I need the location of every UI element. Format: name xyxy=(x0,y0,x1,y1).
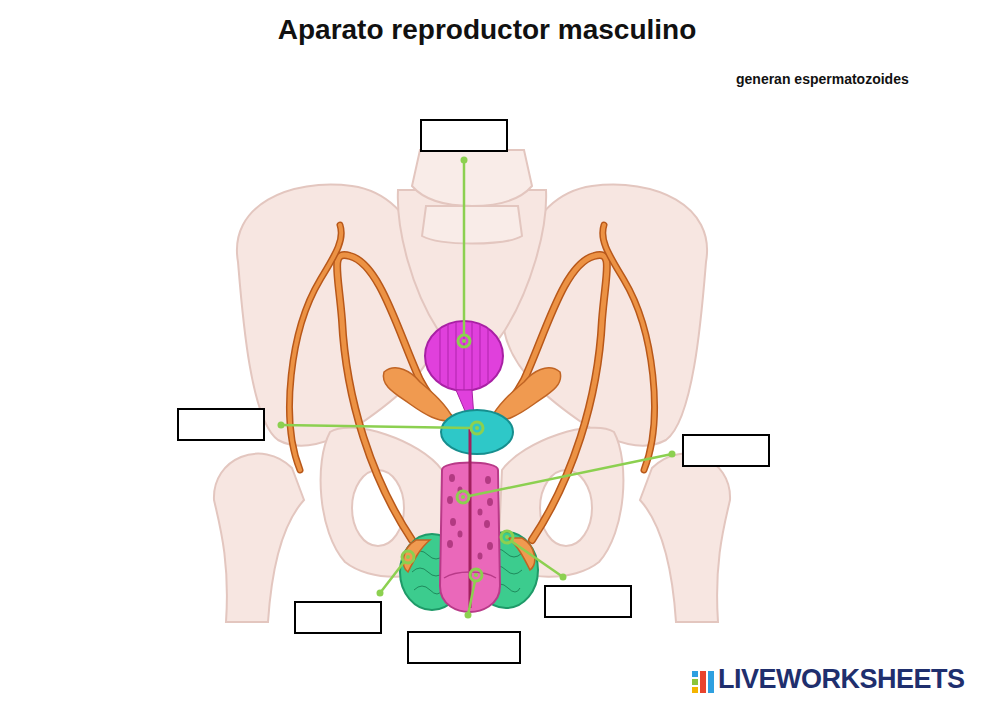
seminal-vesicle xyxy=(490,368,561,421)
leader-end xyxy=(462,339,466,343)
leader-line xyxy=(468,581,475,615)
penis xyxy=(478,553,483,560)
answer-box xyxy=(178,120,769,663)
answer-box xyxy=(408,632,520,663)
leader-target xyxy=(458,335,470,347)
bladder xyxy=(479,324,480,388)
leader-end xyxy=(474,573,478,577)
leader-line xyxy=(511,541,563,577)
leader-line xyxy=(469,454,672,496)
answer-box xyxy=(421,120,507,151)
note: generan espermatozoides xyxy=(736,71,909,87)
vas-deferens xyxy=(290,225,342,470)
bladder xyxy=(447,324,448,388)
pelvis-bone xyxy=(412,150,532,206)
bladder xyxy=(487,328,488,384)
title: Aparato reproductor masculino xyxy=(278,14,697,46)
answer-box xyxy=(683,435,769,466)
prostate xyxy=(441,410,513,454)
pelvis-bone xyxy=(640,454,730,622)
leader-line xyxy=(463,160,466,335)
bladder xyxy=(439,328,440,384)
vas-deferens xyxy=(603,225,655,470)
testicle xyxy=(403,540,430,572)
bladder xyxy=(425,321,503,418)
penis xyxy=(458,531,463,538)
leader-end xyxy=(465,612,472,619)
logo-icon xyxy=(700,671,706,693)
answer-box xyxy=(178,409,264,440)
testicle xyxy=(414,586,442,594)
pelvis-bone xyxy=(214,150,730,622)
leader-line xyxy=(380,562,404,593)
leader-end xyxy=(461,157,468,164)
vas-deferens xyxy=(603,225,655,470)
leader-target xyxy=(402,335,513,581)
answer-box xyxy=(545,586,631,617)
leader-end xyxy=(377,590,384,597)
pelvis-bone xyxy=(321,428,446,577)
leader-line xyxy=(281,160,672,615)
leader-end xyxy=(475,426,479,430)
leader-end xyxy=(560,574,567,581)
penis xyxy=(487,542,493,550)
leader-target xyxy=(470,569,482,581)
leader-target xyxy=(402,551,414,563)
leader-target xyxy=(457,491,469,503)
logo-icon xyxy=(692,679,698,685)
answer-box xyxy=(295,602,381,633)
penis xyxy=(487,498,493,506)
penis xyxy=(478,509,483,516)
penis xyxy=(440,428,500,612)
leader-end xyxy=(278,422,285,429)
penis xyxy=(449,474,455,482)
penis xyxy=(447,540,453,548)
vas-deferens xyxy=(290,225,342,470)
watermark: LIVEWORKSHEETS xyxy=(718,664,965,695)
penis xyxy=(469,428,472,608)
bladder xyxy=(455,322,456,390)
bladder xyxy=(471,322,472,390)
logo-icon xyxy=(708,671,714,693)
prostate xyxy=(441,410,513,454)
leader-end xyxy=(406,555,410,559)
logo-icon xyxy=(692,671,714,693)
pelvis-bone xyxy=(214,454,304,622)
leader-line xyxy=(281,425,471,428)
logo-icon xyxy=(692,671,698,677)
pelvis-bone xyxy=(422,206,522,244)
leader-target xyxy=(501,531,513,543)
leader-end xyxy=(505,535,509,539)
logo-icon xyxy=(692,687,698,693)
penis xyxy=(450,518,456,526)
penis xyxy=(485,476,491,484)
leader-end xyxy=(669,451,676,458)
penis xyxy=(484,520,490,528)
leader-end xyxy=(461,495,465,499)
penis xyxy=(447,496,453,504)
leader-target xyxy=(471,422,483,434)
leader-end xyxy=(278,157,676,619)
